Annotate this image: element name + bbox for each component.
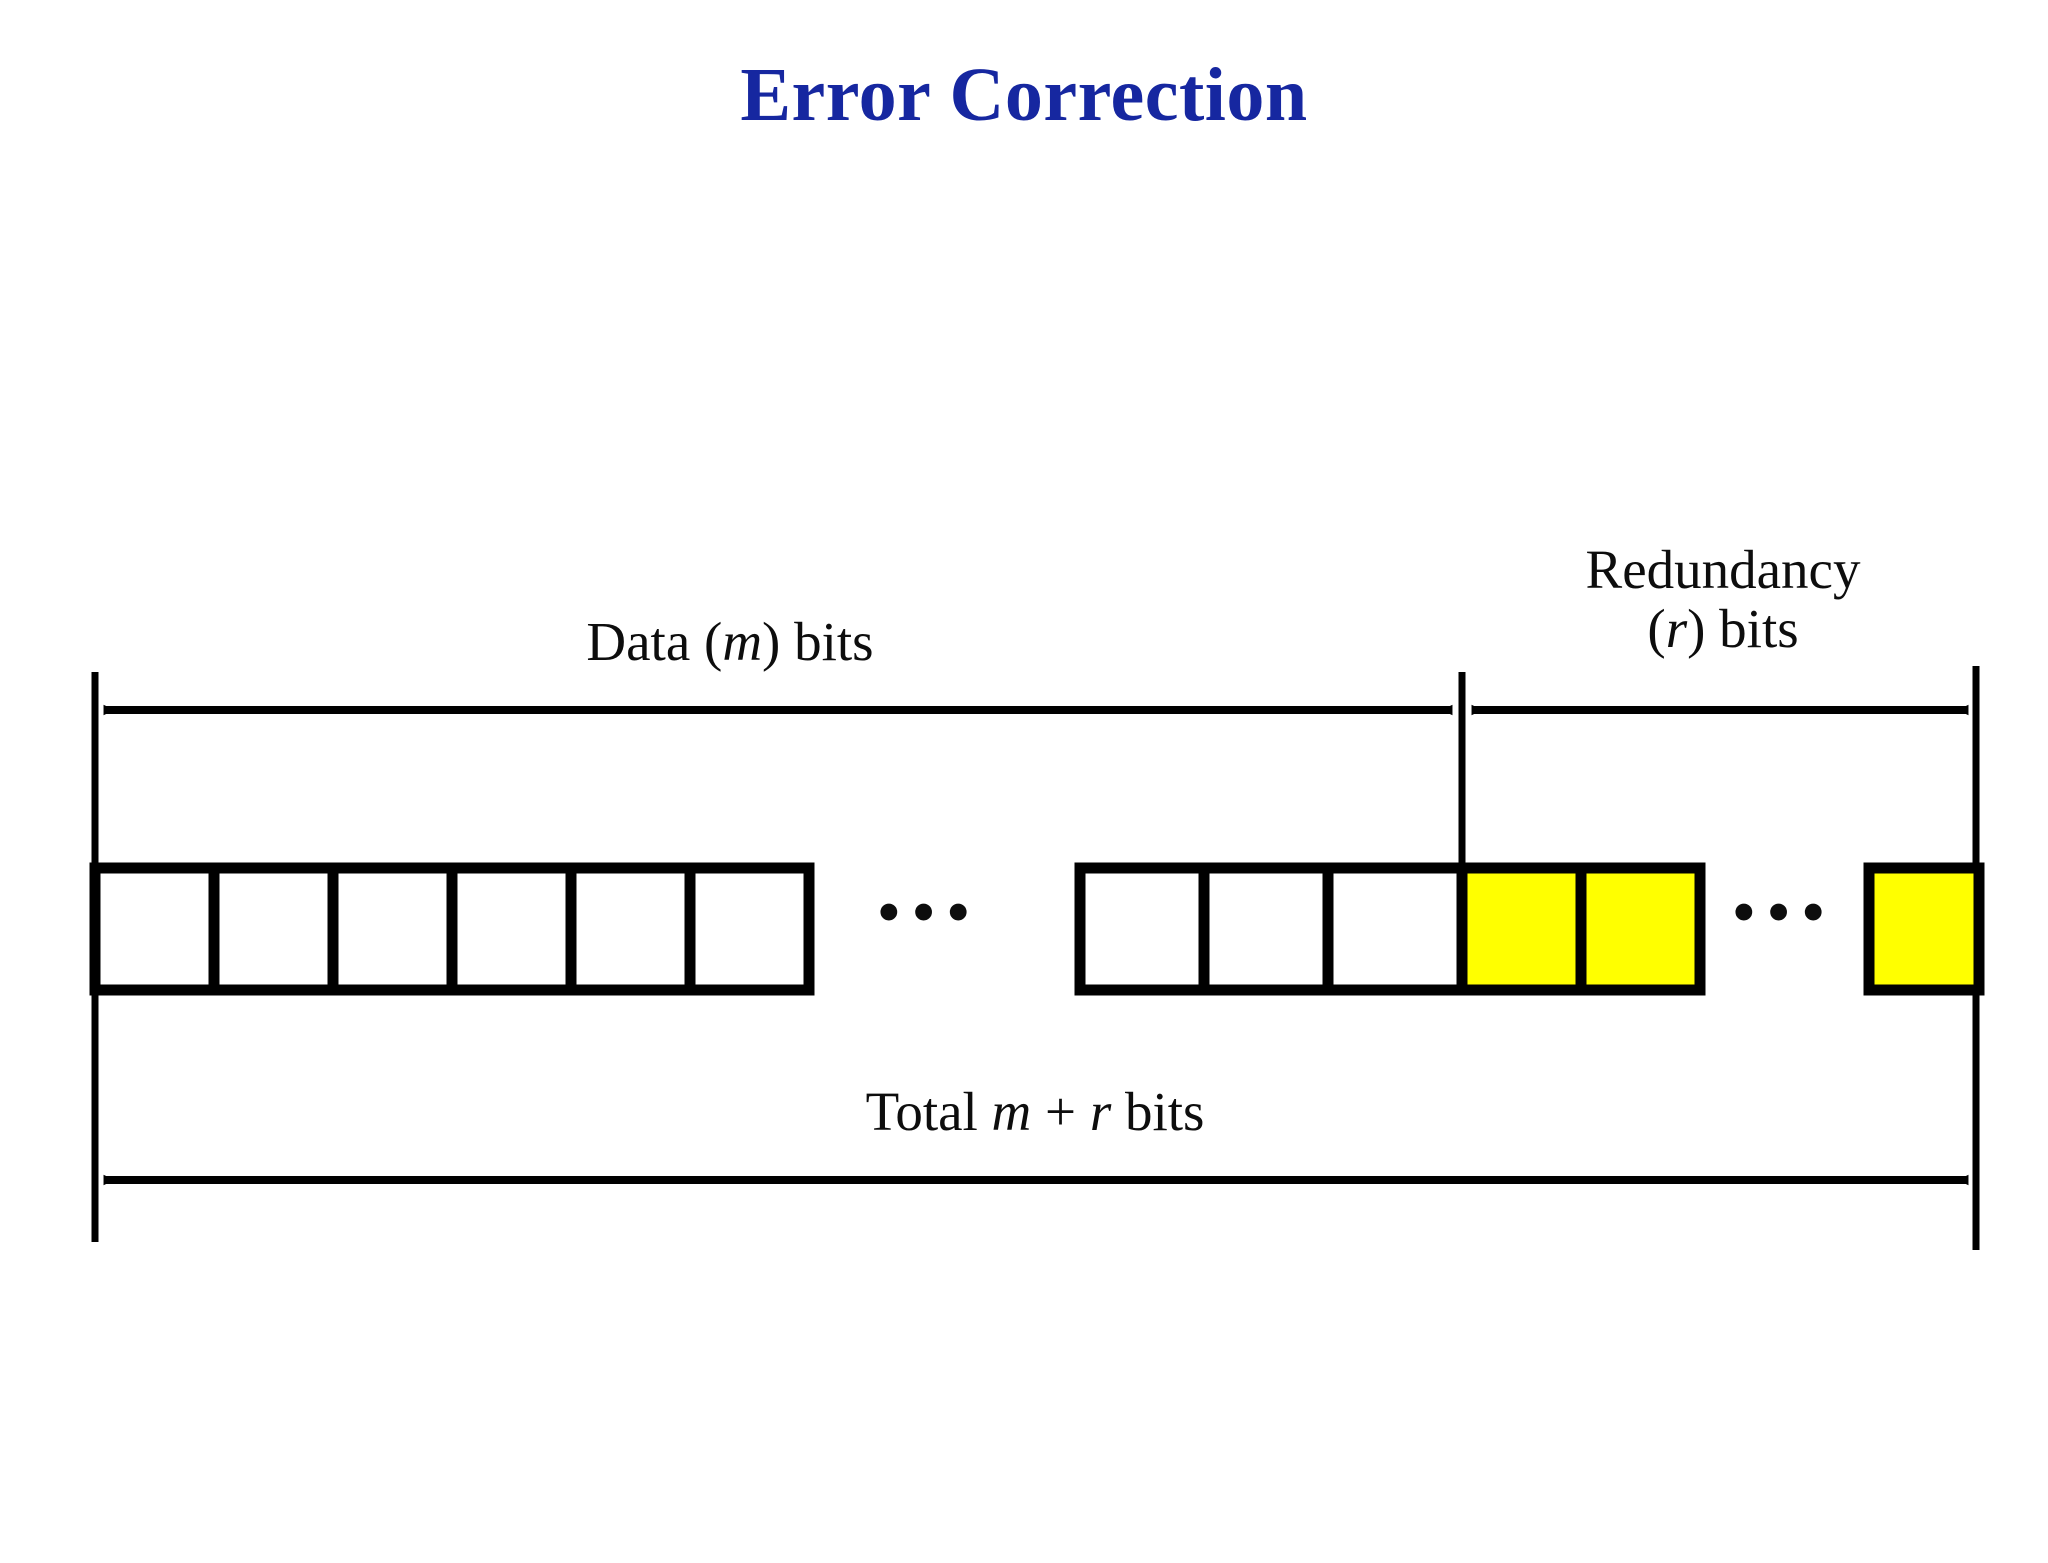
redundancy-bits-group xyxy=(1456,862,1706,996)
redundancy-bits-label: Redundancy (r) bits xyxy=(1465,540,1981,659)
total-bits-label-suffix: bits xyxy=(1111,1081,1205,1142)
data-bits-right-group xyxy=(1074,862,1468,996)
total-bits-label: Total m + r bits xyxy=(95,1082,1975,1141)
data-bits-label-suffix: ) bits xyxy=(762,611,874,672)
redundancy-bits-label-variable: r xyxy=(1665,598,1688,660)
redundancy-bits-last xyxy=(1863,862,1985,996)
bit-cell xyxy=(327,862,458,996)
bit-cell xyxy=(684,862,815,996)
redundancy-bits-label-line2: (r) bits xyxy=(1465,599,1981,658)
redundancy-bit-cell xyxy=(1863,862,1985,996)
total-bits-label-variable-m: m xyxy=(991,1081,1032,1142)
redundancy-bit-cell xyxy=(1575,862,1706,996)
data-bits-label: Data (m) bits xyxy=(0,612,1460,671)
bit-cell xyxy=(446,862,577,996)
redundancy-bits-label-suffix: ) bits xyxy=(1687,598,1799,660)
redundancy-bit-cell xyxy=(1456,862,1587,996)
bit-cell xyxy=(1074,862,1210,996)
bit-cell xyxy=(1322,862,1468,996)
bit-cell xyxy=(208,862,339,996)
total-bits-label-variable-r: r xyxy=(1089,1081,1112,1142)
data-bits-label-variable: m xyxy=(722,611,763,672)
total-bits-label-operator: + xyxy=(1031,1081,1090,1142)
data-bits-label-prefix: Data ( xyxy=(586,611,723,672)
data-bits-left-group xyxy=(89,862,815,996)
total-bits-label-prefix: Total xyxy=(865,1081,992,1142)
page-title: Error Correction xyxy=(740,53,1308,137)
ellipsis-redundancy-bits: ••• xyxy=(1733,879,1838,947)
redundancy-bits-label-line1: Redundancy xyxy=(1585,539,1861,600)
bit-cell xyxy=(89,862,220,996)
bit-cell xyxy=(1198,862,1334,996)
redundancy-bits-label-prefix: ( xyxy=(1647,598,1666,660)
bit-cell xyxy=(565,862,696,996)
ellipsis-data-bits: ••• xyxy=(878,879,983,947)
